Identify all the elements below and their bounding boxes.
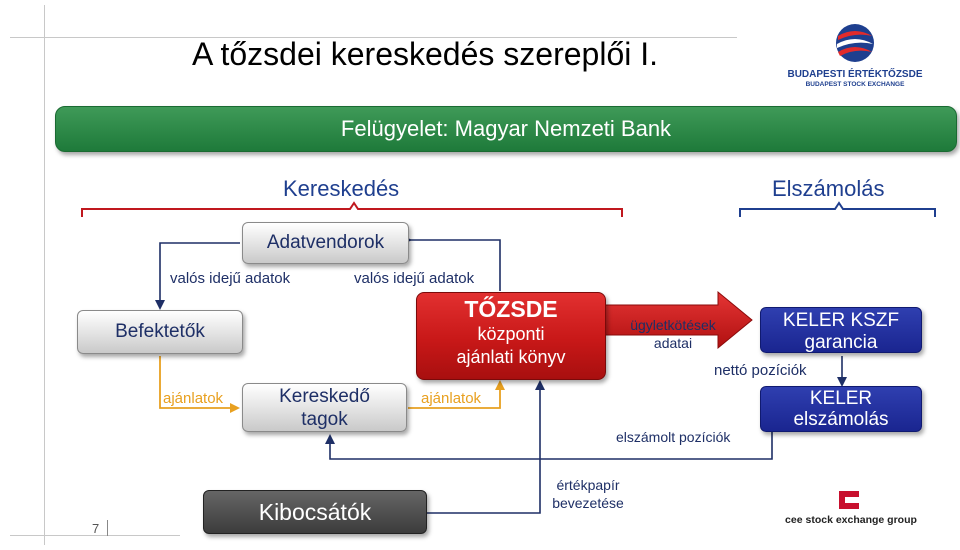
keler-line1: KELER (809, 388, 873, 409)
top-rule (10, 37, 737, 38)
realtime-label-left: valós idejű adatok (170, 270, 291, 287)
realtime-label-right: valós idejű adatok (354, 270, 475, 287)
keler-ksz-box: KELER KSZF garancia (760, 307, 922, 353)
investors-box: Befektetők (77, 310, 243, 354)
orders-label-left: ajánlatok (163, 390, 224, 407)
members-box: Kereskedő tagok (242, 383, 407, 432)
issuers-box: Kibocsátók (203, 490, 427, 534)
listing-label-line1: értékpapír (556, 477, 620, 493)
realtime-arrow-right (402, 235, 501, 291)
ceeseg-logo: cee stock exchange group (776, 488, 926, 538)
exchange-line3: ajánlati könyv (456, 347, 566, 367)
supervision-banner: Felügyelet: Magyar Nemzeti Bank (55, 106, 957, 152)
section-clearing: Elszámolás (772, 176, 885, 201)
keler-ksz-line2: garancia (804, 332, 878, 353)
net-positions-label: nettó pozíciók (714, 362, 807, 379)
keler-ksz-line1: KELER KSZF (782, 310, 900, 331)
exchange-line2: központi (477, 324, 545, 344)
ceeseg-logo-text: cee stock exchange group (785, 514, 917, 526)
orders-arrow-left (159, 356, 240, 413)
listing-label: értékpapír bevezetése (540, 476, 636, 512)
bet-logo-text: BUDAPESTI ÉRTÉKTŐZSDE (787, 69, 923, 80)
trade-data-label-line1: ügyletkötések (630, 317, 716, 333)
bottom-rule (10, 535, 180, 536)
exchange-title: TŐZSDE (464, 296, 558, 322)
section-trading: Kereskedés (283, 176, 400, 201)
trade-data-arrow (597, 290, 753, 350)
keler-line2: elszámolás (793, 409, 889, 430)
listing-label-line2: bevezetése (552, 495, 624, 511)
orders-label-right: ajánlatok (421, 390, 482, 407)
page-number-divider (107, 520, 108, 536)
listing-arrow (426, 380, 545, 514)
left-rule (44, 5, 45, 545)
clearing-bracket (739, 201, 936, 217)
bet-logo-subtext: BUDAPEST STOCK EXCHANGE (805, 81, 905, 88)
slide-title: A tőzsdei kereskedés szereplői I. (192, 36, 659, 72)
members-line1: Kereskedő (279, 386, 370, 407)
data-vendors-box: Adatvendorok (242, 222, 409, 264)
bet-logo: BUDAPESTI ÉRTÉKTŐZSDE BUDAPEST STOCK EXC… (780, 20, 930, 95)
ceeseg-logo-mark (839, 491, 859, 509)
realtime-arrow-left (155, 242, 240, 310)
cleared-positions-label: elszámolt pozíciók (616, 429, 731, 445)
keler-box: KELER elszámolás (760, 386, 922, 432)
members-line2: tagok (301, 409, 348, 430)
trade-data-label-line2: adatai (653, 335, 693, 351)
exchange-box: TŐZSDE központi ajánlati könyv (416, 292, 606, 380)
bet-logo-mark (836, 24, 874, 62)
orders-arrow-right (408, 380, 505, 409)
page-number: 7 (92, 521, 100, 536)
trade-data-label: ügyletkötések adatai (614, 316, 732, 352)
trading-bracket (81, 201, 623, 217)
